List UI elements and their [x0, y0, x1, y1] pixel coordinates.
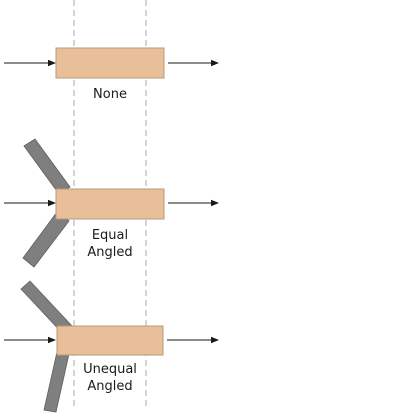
row-unequal-angled — [4, 280, 219, 413]
label-none: None — [93, 87, 127, 102]
row-equal-angled — [4, 138, 219, 268]
label-equal-line2: Angled — [87, 245, 133, 260]
label-unequal-line1: Unequal — [83, 362, 137, 377]
block-equal — [55, 188, 165, 220]
block-unequal — [56, 325, 164, 356]
label-equal-line1: Equal — [91, 228, 129, 243]
label-unequal-line2: Angled — [87, 379, 133, 394]
block-none — [55, 47, 165, 79]
upper-angled-bar-equal — [23, 138, 71, 195]
row-none — [4, 47, 219, 79]
